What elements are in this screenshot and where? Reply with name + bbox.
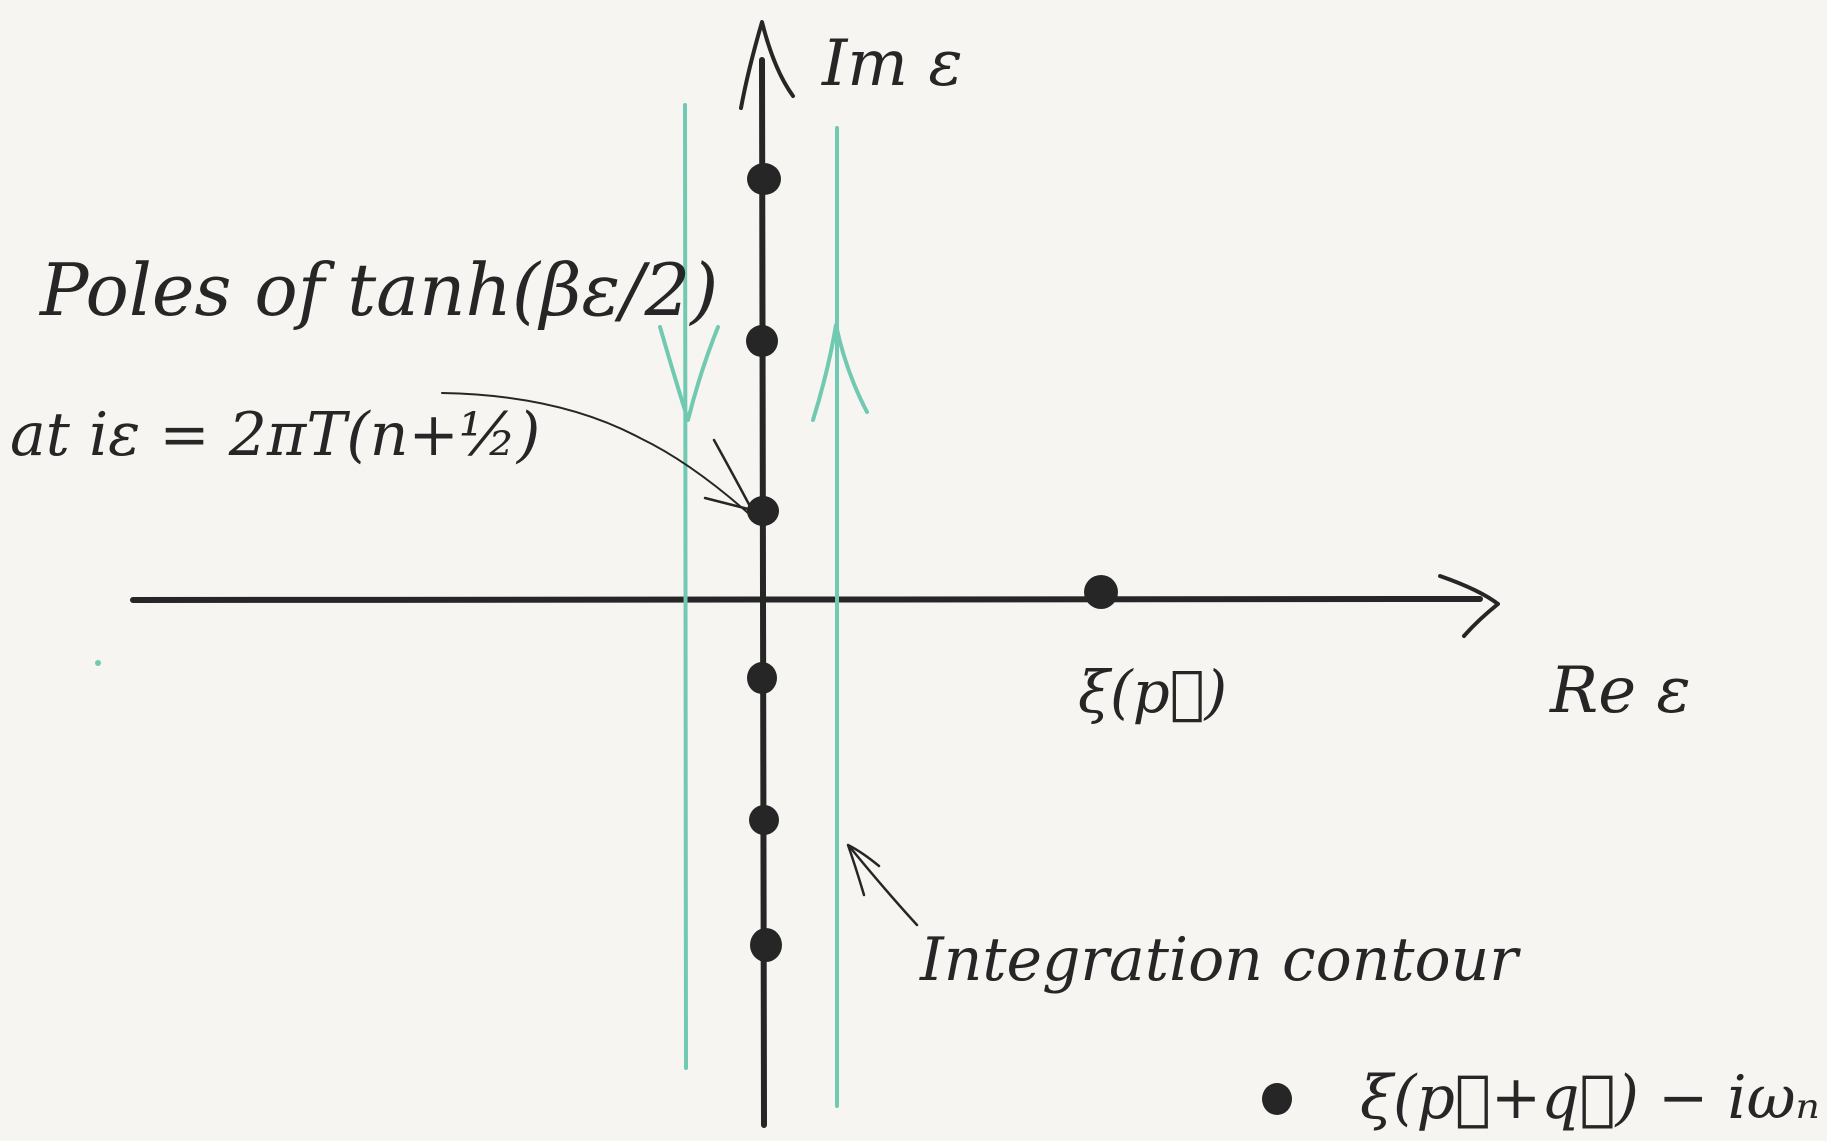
contour-down-arrowhead (658, 325, 720, 422)
poles-annotation-arrow (441, 392, 754, 514)
pole-dot (747, 163, 781, 195)
contour-up-arrowhead (811, 323, 869, 422)
pole-dot (747, 496, 779, 526)
pole-dot (747, 662, 777, 694)
real-pole-label: ξ(p⃗) (1078, 658, 1227, 726)
real-axis-pole-dot (1084, 575, 1118, 609)
real-axis-arrowhead (1438, 574, 1500, 638)
contour-left-line (683, 103, 688, 1070)
imaginary-axis-poles (746, 163, 782, 962)
stray-teal-dot (95, 660, 101, 666)
real-axis-line (130, 596, 1483, 603)
contour-pointer-line (847, 844, 919, 927)
poles-caption-line2: at iε = 2πT(n+½) (10, 400, 540, 470)
second-pole-dot (1262, 1083, 1292, 1115)
integration-contour (95, 103, 869, 1108)
pole-dot (749, 805, 779, 835)
imaginary-axis-label: Im ε (821, 27, 963, 101)
real-axis-label: Re ε (1549, 654, 1691, 728)
poles-pointer-arrowhead (703, 438, 754, 512)
pole-dot (746, 325, 778, 357)
poles-caption-line1: Poles of tanh(βε/2) (38, 248, 718, 332)
contour-pointer-arrowhead (846, 843, 881, 897)
pole-dot (750, 928, 782, 962)
imaginary-axis-arrowhead (739, 20, 795, 110)
contour-label: Integration contour (919, 925, 1521, 995)
poles-curved-pointer (441, 392, 749, 514)
second-pole-label: ξ(p⃗+q⃗) − iωₙ (1360, 1063, 1820, 1133)
imaginary-axis-line (759, 57, 767, 1128)
real-axis (130, 574, 1500, 638)
contour-annotation-arrow (846, 843, 919, 927)
